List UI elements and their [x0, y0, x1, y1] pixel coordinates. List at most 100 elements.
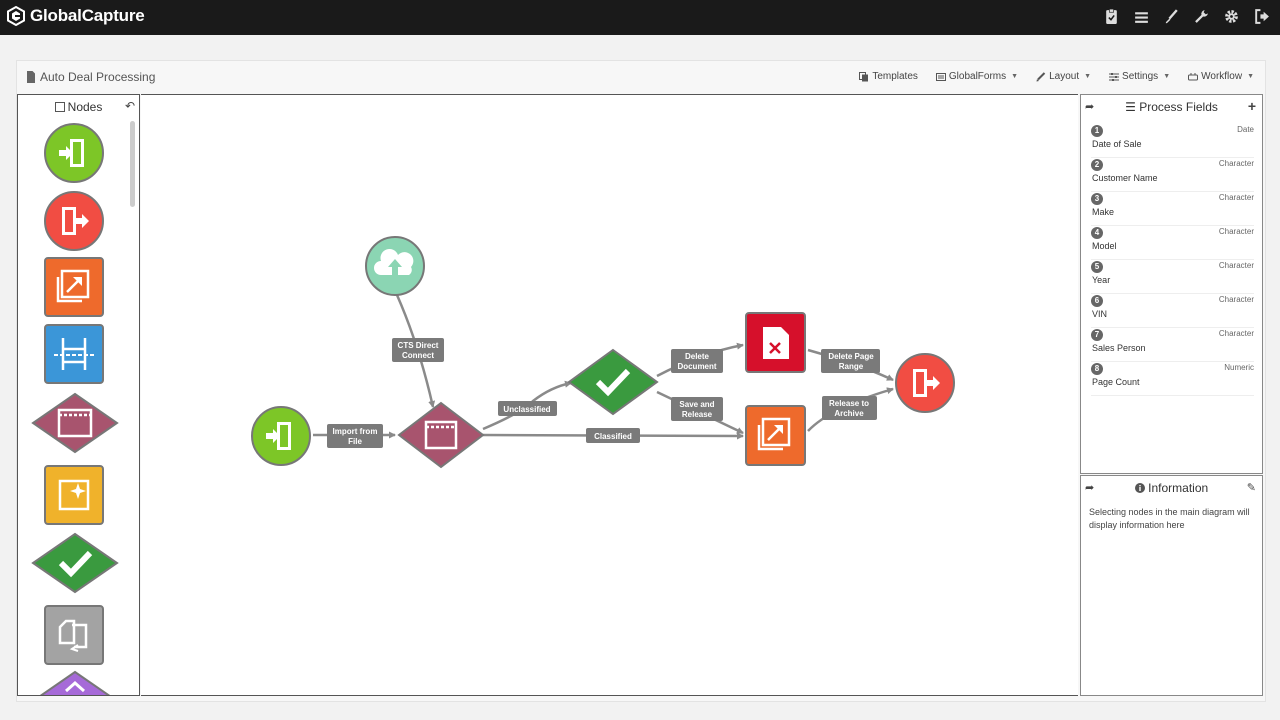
- svg-text:Archive: Archive: [834, 409, 864, 418]
- export-icon: [761, 417, 791, 447]
- classify-node[interactable]: [397, 401, 485, 469]
- svg-text:Range: Range: [839, 362, 864, 371]
- svg-text:Connect: Connect: [402, 351, 434, 360]
- field-name: Sales Person: [1092, 343, 1146, 353]
- workflow-icon: [1188, 72, 1199, 80]
- undo-icon[interactable]: ↶: [124, 99, 135, 113]
- process-field-item[interactable]: 2 Character Customer Name: [1091, 159, 1254, 192]
- layout-menu[interactable]: Layout ▼: [1036, 71, 1091, 82]
- nodes-checkbox[interactable]: [54, 102, 65, 112]
- document-title: Auto Deal Processing: [26, 70, 155, 84]
- cloud-import-node[interactable]: [365, 236, 425, 296]
- field-number: 1: [1091, 125, 1103, 137]
- templates-menu-label: Templates: [872, 71, 918, 82]
- field-number: 7: [1091, 329, 1103, 341]
- share-icon[interactable]: ➦: [1085, 482, 1095, 494]
- caret-down-icon: ▼: [1011, 73, 1019, 80]
- document-title-text: Auto Deal Processing: [40, 70, 156, 84]
- edge-label-unclassified[interactable]: Unclassified: [498, 401, 557, 416]
- release-node[interactable]: [745, 405, 806, 466]
- palette-release-node[interactable]: [42, 255, 106, 319]
- field-number: 2: [1091, 159, 1103, 171]
- info-circle-icon: [1134, 483, 1145, 493]
- information-panel: ➦ Information ✎ Selecting nodes in the m…: [1080, 475, 1263, 696]
- svg-text:Save and: Save and: [679, 400, 714, 409]
- field-name: Customer Name: [1092, 173, 1158, 183]
- toolbar-menus: Templates GlobalForms ▼ Layout ▼ Setting…: [859, 71, 1254, 82]
- nodes-scrollbar[interactable]: [130, 121, 135, 207]
- copy-icon: [859, 71, 869, 81]
- palette-convert-node[interactable]: [42, 603, 106, 667]
- svg-text:Delete Page: Delete Page: [828, 352, 874, 361]
- process-field-item[interactable]: 6 Character VIN: [1091, 295, 1254, 328]
- nodes-title: Nodes: [67, 100, 103, 114]
- edge-label-save-and-release[interactable]: Save and Release: [671, 397, 723, 421]
- sign-out-icon[interactable]: [1253, 8, 1270, 25]
- edit-icon[interactable]: ✎: [1246, 482, 1256, 494]
- stack-icon[interactable]: [1133, 8, 1150, 25]
- file-icon: [27, 71, 35, 83]
- process-field-item[interactable]: 1 Date Date of Sale: [1091, 125, 1254, 158]
- settings-menu[interactable]: Settings ▼: [1109, 71, 1170, 82]
- field-type: Numeric: [1224, 363, 1254, 372]
- templates-menu[interactable]: Templates: [859, 71, 918, 82]
- palette-enhance-node[interactable]: [42, 463, 106, 527]
- workflow-canvas[interactable]: CTS Direct Connect Import from File Uncl…: [141, 94, 1078, 696]
- entry-node[interactable]: [251, 406, 311, 466]
- field-type: Character: [1218, 295, 1254, 304]
- field-name: Model: [1092, 241, 1117, 251]
- palette-validate-node[interactable]: [30, 531, 120, 595]
- sign-in-icon: [266, 429, 280, 443]
- sign-out-icon: [926, 376, 940, 390]
- field-type: Character: [1218, 261, 1254, 270]
- process-field-item[interactable]: 8 Numeric Page Count: [1091, 363, 1254, 396]
- process-field-item[interactable]: 7 Character Sales Person: [1091, 329, 1254, 362]
- clipboard-check-icon[interactable]: [1103, 8, 1120, 25]
- information-text: Selecting nodes in the main diagram will…: [1089, 507, 1250, 530]
- palette-classify-node[interactable]: [30, 391, 120, 455]
- gear-icon[interactable]: [1223, 8, 1240, 25]
- list-icon: ☰: [1125, 100, 1136, 114]
- edge-label-delete-page-range[interactable]: Delete Page Range: [821, 349, 880, 373]
- exit-node[interactable]: [895, 353, 955, 413]
- delete-document-node[interactable]: [745, 312, 806, 373]
- edge-label-import-from-file[interactable]: Import from File: [327, 424, 383, 448]
- nodes-panel: Nodes ↶: [17, 94, 140, 696]
- edge-label-classified[interactable]: Classified: [586, 428, 640, 443]
- validate-node[interactable]: [567, 348, 659, 416]
- field-number: 6: [1091, 295, 1103, 307]
- field-number: 8: [1091, 363, 1103, 375]
- palette-more-node[interactable]: [30, 669, 120, 696]
- process-field-item[interactable]: 5 Character Year: [1091, 261, 1254, 294]
- caret-down-icon: ▼: [1084, 73, 1092, 80]
- svg-text:Release: Release: [682, 410, 713, 419]
- svg-text:Classified: Classified: [594, 432, 632, 441]
- globalforms-menu[interactable]: GlobalForms ▼: [935, 71, 1019, 82]
- brand[interactable]: GlobalCapture: [6, 6, 145, 26]
- form-icon: [935, 72, 946, 81]
- field-name: Year: [1092, 275, 1111, 285]
- svg-text:File: File: [348, 437, 362, 446]
- edge-label-delete-document[interactable]: Delete Document: [671, 349, 723, 373]
- process-fields-header: ☰ Process Fields: [1081, 100, 1262, 114]
- field-type: Character: [1218, 329, 1254, 338]
- field-name: Make: [1092, 207, 1115, 217]
- palette-entry-node[interactable]: [42, 121, 106, 185]
- nodes-header: Nodes: [18, 100, 139, 114]
- edge-label-cts-direct-connect[interactable]: CTS Direct Connect: [392, 338, 444, 362]
- palette-scan-node[interactable]: [42, 322, 106, 386]
- information-title: Information: [1148, 481, 1209, 495]
- field-number: 3: [1091, 193, 1103, 205]
- wrench-icon[interactable]: [1193, 8, 1210, 25]
- add-field-icon[interactable]: +: [1247, 98, 1256, 114]
- edge-label-release-to-archive[interactable]: Release to Archive: [822, 396, 877, 420]
- palette-exit-node[interactable]: [42, 189, 106, 253]
- process-field-item[interactable]: 4 Character Model: [1091, 227, 1254, 260]
- brush-icon[interactable]: [1163, 8, 1180, 25]
- field-type: Date: [1237, 125, 1254, 134]
- workflow-menu[interactable]: Workflow ▼: [1188, 71, 1254, 82]
- share-icon[interactable]: ➦: [1085, 101, 1095, 113]
- settings-menu-label: Settings: [1122, 71, 1159, 82]
- layout-menu-label: Layout: [1049, 71, 1080, 82]
- process-field-item[interactable]: 3 Character Make: [1091, 193, 1254, 226]
